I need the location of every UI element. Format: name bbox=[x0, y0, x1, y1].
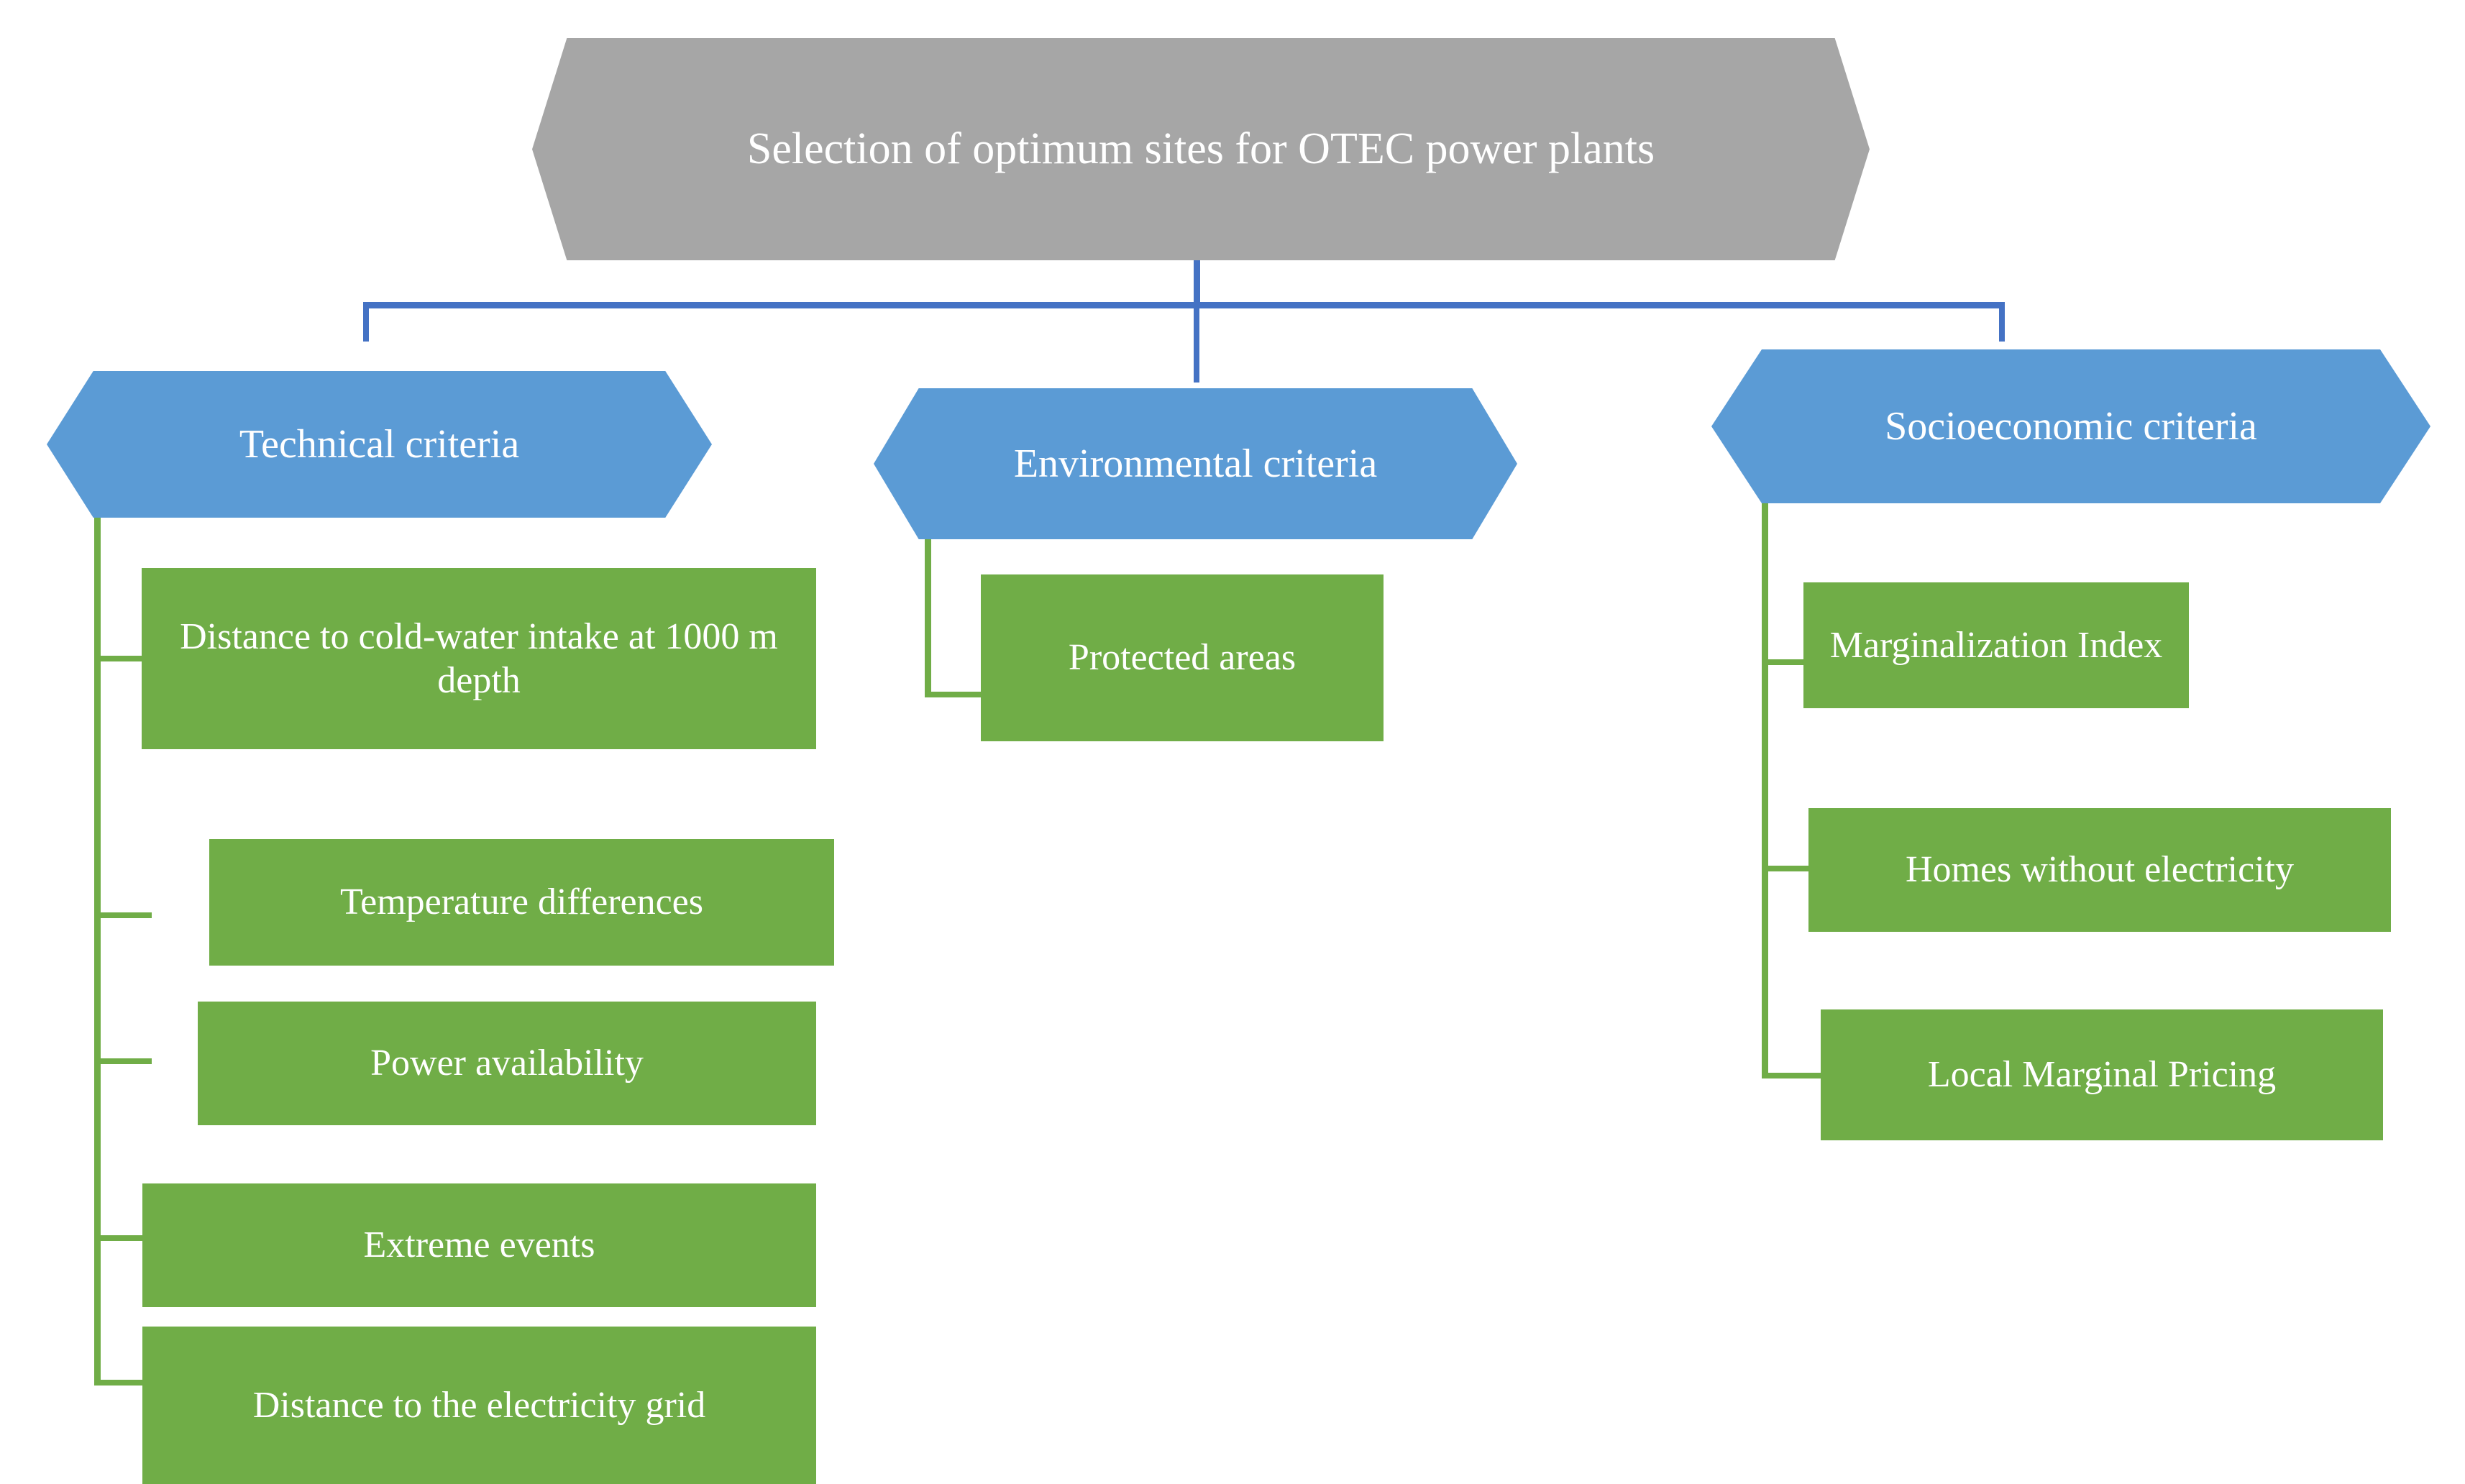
root-stem-connector bbox=[1194, 260, 1200, 307]
category-node-environmental[interactable]: Environmental criteria bbox=[874, 388, 1517, 539]
leaf-node-distance-electricity-grid[interactable]: Distance to the electricity grid bbox=[142, 1327, 816, 1484]
leaf-node-power-availability[interactable]: Power availability bbox=[198, 1002, 816, 1125]
socioeconomic-elbow-2 bbox=[1762, 866, 1819, 871]
leaf-node-protected-areas[interactable]: Protected areas bbox=[981, 574, 1384, 741]
leaf-node-extreme-events[interactable]: Extreme events bbox=[142, 1183, 816, 1307]
technical-elbow-1 bbox=[94, 656, 152, 661]
connector-to-technical-criteria bbox=[363, 302, 369, 342]
socioeconomic-elbow-1 bbox=[1762, 659, 1819, 665]
leaf-node-distance-cold-water-intake[interactable]: Distance to cold-water intake at 1000 m … bbox=[142, 568, 816, 749]
leaf-node-homes-without-electricity[interactable]: Homes without electricity bbox=[1808, 808, 2391, 932]
technical-elbow-2 bbox=[94, 912, 152, 918]
technical-elbow-5 bbox=[94, 1380, 152, 1385]
socioeconomic-branch-spine bbox=[1762, 503, 1768, 1078]
leaf-node-marginalization-index[interactable]: Marginalization Index bbox=[1803, 582, 2189, 708]
environmental-branch-spine bbox=[925, 539, 931, 697]
technical-elbow-4 bbox=[94, 1235, 152, 1241]
connector-to-environmental-criteria bbox=[1194, 302, 1199, 383]
environmental-elbow-1 bbox=[925, 692, 986, 697]
leaf-node-local-marginal-pricing[interactable]: Local Marginal Pricing bbox=[1821, 1009, 2383, 1140]
category-node-socioeconomic[interactable]: Socioeconomic criteria bbox=[1711, 349, 2430, 503]
root-horizontal-bus-connector bbox=[363, 302, 2005, 308]
technical-branch-spine bbox=[94, 518, 101, 1385]
socioeconomic-elbow-3 bbox=[1762, 1073, 1837, 1078]
technical-elbow-3 bbox=[94, 1058, 152, 1064]
root-node-title[interactable]: Selection of optimum sites for OTEC powe… bbox=[532, 38, 1870, 260]
connector-to-socioeconomic-criteria bbox=[1999, 302, 2005, 342]
category-node-technical[interactable]: Technical criteria bbox=[47, 371, 712, 518]
leaf-node-temperature-differences[interactable]: Temperature differences bbox=[209, 839, 834, 966]
